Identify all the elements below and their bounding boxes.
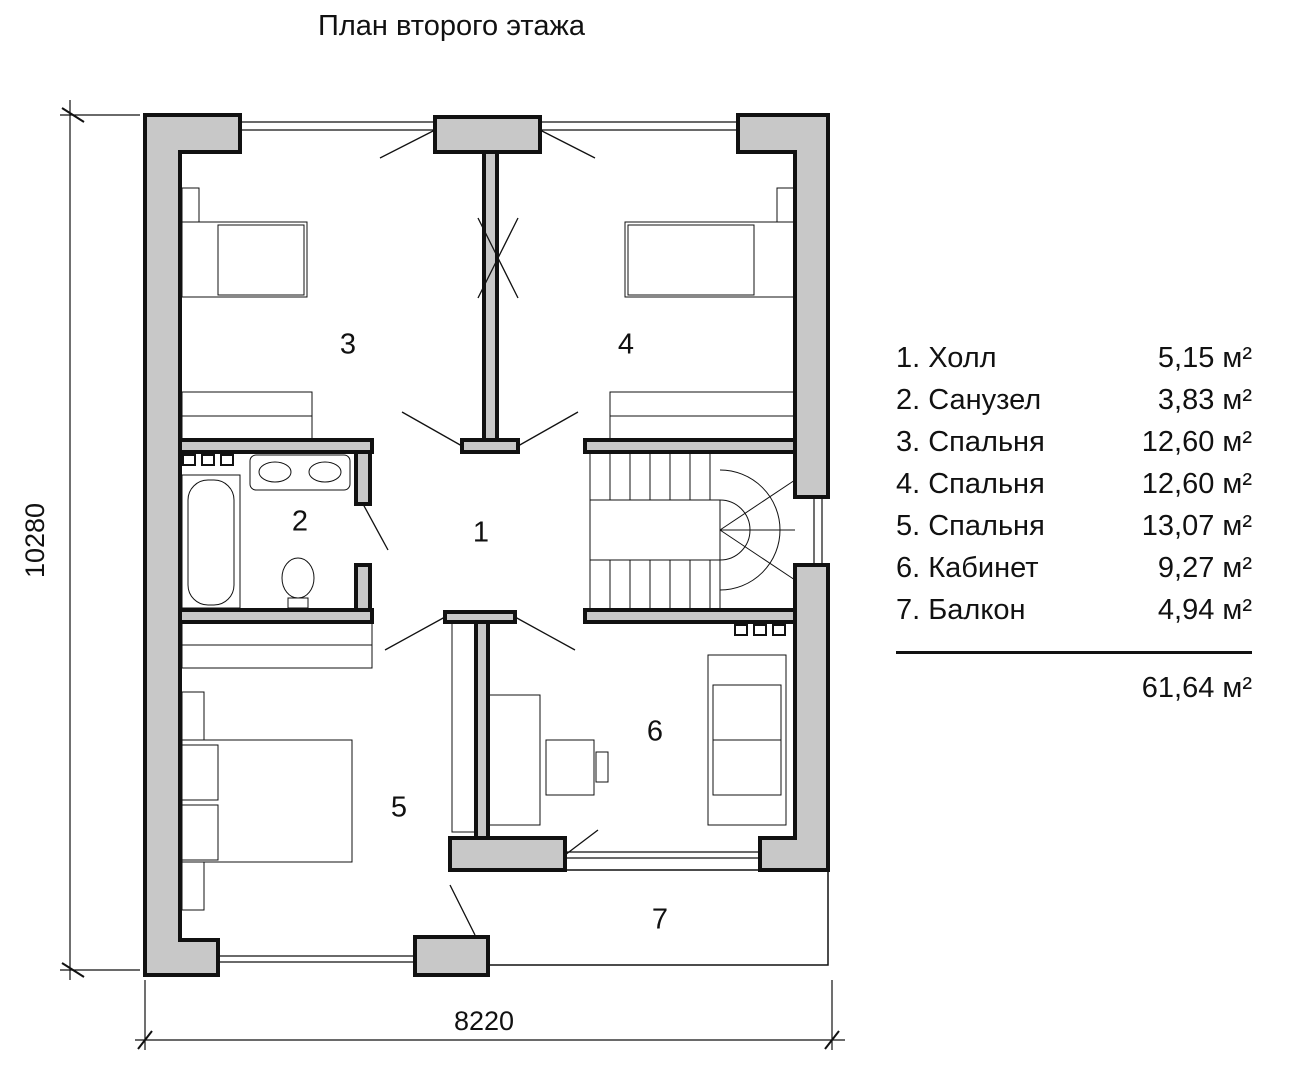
legend-room: 6. Кабинет — [896, 552, 1039, 584]
legend-area: 3,83 м² — [1157, 384, 1252, 416]
room-label-bedroom-5: 5 — [390, 791, 408, 824]
total-area: 61,64 м² — [1141, 672, 1252, 704]
doors — [362, 129, 599, 936]
width-dimension: 8220 — [454, 1006, 515, 1036]
legend-room: 2. Санузел — [896, 384, 1042, 416]
room-label-balcony: 7 — [651, 903, 669, 936]
legend-area: 5,15 м² — [1157, 342, 1252, 374]
furniture — [181, 187, 796, 911]
legend-area: 9,27 м² — [1157, 552, 1252, 584]
legend-row: 3. Спальня 12,60 м² — [896, 421, 1252, 463]
dimension-lines — [60, 100, 845, 1050]
legend-row: 4. Спальня 12,60 м² — [896, 463, 1252, 505]
room-label-bedroom-4: 4 — [617, 328, 635, 361]
legend-area: 4,94 м² — [1157, 594, 1252, 626]
legend-divider — [896, 651, 1252, 654]
legend-row: 7. Балкон 4,94 м² — [896, 589, 1252, 631]
legend-room: 5. Спальня — [896, 510, 1045, 542]
windows — [218, 121, 829, 966]
legend-area: 12,60 м² — [1141, 426, 1252, 458]
room-label-office: 6 — [646, 715, 664, 748]
stairs — [589, 452, 796, 610]
legend-room: 7. Балкон — [896, 594, 1026, 626]
legend-room: 4. Спальня — [896, 468, 1045, 500]
legend-area: 12,60 м² — [1141, 468, 1252, 500]
legend-room: 1. Холл — [896, 342, 997, 374]
room-label-bathroom: 2 — [291, 505, 309, 538]
area-legend: 1. Холл 5,15 м² 2. Санузел 3,83 м² 3. Спал… — [896, 337, 1252, 705]
legend-row: 6. Кабинет 9,27 м² — [896, 547, 1252, 589]
legend-row: 5. Спальня 13,07 м² — [896, 505, 1252, 547]
room-label-hall: 1 — [472, 516, 490, 549]
height-dimension: 10280 — [20, 502, 51, 579]
room-label-bedroom-3: 3 — [339, 328, 357, 361]
legend-area: 13,07 м² — [1141, 510, 1252, 542]
legend-room: 3. Спальня — [896, 426, 1045, 458]
vent-blocks — [182, 454, 786, 636]
legend-row: 1. Холл 5,15 м² — [896, 337, 1252, 379]
legend-row: 2. Санузел 3,83 м² — [896, 379, 1252, 421]
walls — [143, 113, 830, 977]
plan-title: План второго этажа — [318, 10, 585, 42]
